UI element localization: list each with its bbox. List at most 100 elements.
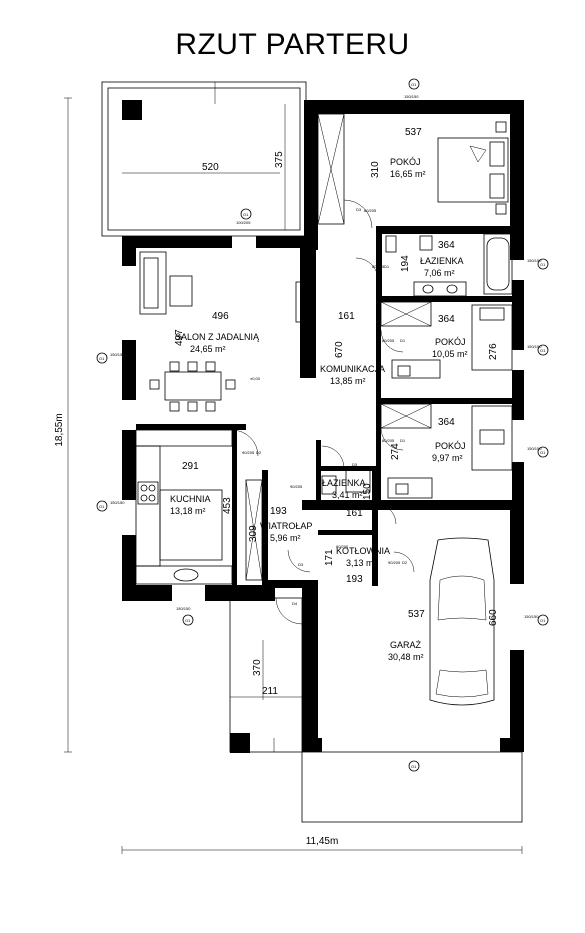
bedroom-1-bed — [437, 121, 509, 215]
dimension: 537 — [408, 609, 425, 620]
room-area: 9,97 m² — [432, 453, 463, 463]
dimension: 274 — [390, 443, 401, 460]
overall-height-label: 18,55m — [54, 413, 65, 446]
overall-height-dimension: 18,55m — [54, 97, 72, 753]
window-size: 150/150 — [110, 352, 125, 357]
door-size: 80/205 — [382, 338, 395, 343]
room-name: SALON Z JADALNIĄ — [175, 332, 260, 342]
bedroom-2-furniture — [380, 301, 513, 379]
room-area: 3,41 m² — [332, 490, 363, 500]
room-name: POKÓJ — [435, 441, 466, 451]
room-labels: POKÓJ 16,65 m² ŁAZIENKA 7,06 m² POKÓJ 10… — [170, 157, 468, 662]
dimension: 670 — [334, 341, 345, 358]
door-size: 90/205 — [290, 484, 303, 489]
door-tag: D1 — [384, 264, 390, 269]
door-tag: D3 — [298, 562, 304, 567]
door-tag: D2 — [402, 560, 408, 565]
dimension: 364 — [438, 240, 455, 251]
room-area: 5,96 m² — [270, 533, 301, 543]
room-area: 7,06 m² — [424, 268, 455, 278]
window-tag-symbols — [96, 78, 549, 772]
dimension: 660 — [488, 609, 499, 626]
dimension: 193 — [270, 506, 287, 517]
window-size: 100/205 — [236, 220, 251, 225]
room-area: 3,13 m² — [346, 558, 377, 568]
window-size: 150/150 — [110, 500, 125, 505]
window-tag: O1 — [540, 348, 546, 353]
dimension: 520 — [202, 162, 219, 173]
door-tag: D1 — [400, 438, 406, 443]
window-size: 150/150 — [527, 344, 542, 349]
dimension: 310 — [370, 161, 381, 178]
room-name: ŁAZIENKA — [322, 478, 366, 488]
wardrobe-top — [317, 113, 345, 225]
small-bathroom-fixtures — [321, 469, 371, 495]
garage-car — [429, 537, 495, 706]
window-size: 150/150 — [527, 258, 542, 263]
room-area: 13,18 m² — [170, 506, 206, 516]
door-tag: D4 — [292, 601, 298, 606]
window-tag: O1 — [411, 82, 417, 87]
door-tag: D2 — [256, 450, 262, 455]
door-tag: D3 — [356, 207, 362, 212]
door-size: 90/205 — [242, 450, 255, 455]
dimension-labels: 520 375 537 310 364 194 496 161 497 670 … — [174, 127, 499, 697]
door-size: 80/205 — [382, 438, 395, 443]
window-tag: O1 — [540, 618, 546, 623]
room-area: 30,48 m² — [388, 652, 424, 662]
dimension: 161 — [338, 311, 355, 322]
page-title: RZUT PARTERU — [175, 28, 410, 61]
outer-walls — [122, 100, 524, 752]
overall-width-dimension: 11,45m — [121, 836, 523, 854]
overall-width-label: 11,45m — [306, 836, 339, 847]
window-tag: O1 — [540, 262, 546, 267]
room-name: ŁAZIENKA — [420, 256, 464, 266]
door-size: 80/205 — [364, 208, 377, 213]
entrance-porch — [229, 597, 303, 753]
dimension: 496 — [212, 311, 229, 322]
door-swings — [231, 199, 415, 625]
window-size: 150/150 — [404, 94, 419, 99]
window-size: 150/150 — [527, 446, 542, 451]
room-name: KOMUNIKACJA — [320, 364, 385, 374]
dimension: 364 — [438, 417, 455, 428]
dimension: 309 — [248, 525, 259, 542]
dimension: 194 — [400, 255, 411, 272]
door-size: 60/205 — [336, 544, 349, 549]
dimension: 276 — [488, 343, 499, 360]
door-tag: D1 — [400, 338, 406, 343]
window-tag: O1 — [99, 504, 105, 509]
room-area: 13,85 m² — [330, 376, 366, 386]
dimension: 211 — [262, 686, 278, 697]
dimension: 375 — [274, 151, 285, 168]
dimension: 370 — [252, 659, 263, 676]
room-name: KOTŁOWNIA — [336, 546, 390, 556]
room-name: KUCHNIA — [170, 494, 211, 504]
living-room-sofa — [139, 251, 303, 323]
dimension: 537 — [405, 127, 422, 138]
kitchen-counters — [135, 429, 233, 585]
window-tag: O1 — [99, 356, 105, 361]
door-tag: D3 — [352, 462, 358, 467]
bathroom-fixtures — [385, 233, 513, 297]
window-tag: O1 — [540, 450, 546, 455]
window-size: 150/150 — [176, 606, 191, 611]
dimension: 171 — [324, 549, 335, 566]
vestibule-wardrobe — [245, 479, 263, 581]
interior-walls — [136, 226, 516, 588]
window-tag: O1 — [185, 618, 191, 623]
room-area: 24,65 m² — [190, 344, 226, 354]
dimension: 193 — [346, 574, 363, 585]
room-name: POKÓJ — [435, 337, 466, 347]
door-size: 80/205 — [372, 264, 385, 269]
level-mark: ±0,00 — [250, 376, 261, 381]
garage-driveway — [301, 751, 523, 823]
window-size: 150/150 — [524, 614, 539, 619]
room-area: 16,65 m² — [390, 169, 426, 179]
window-tag: O1 — [243, 212, 249, 217]
room-name: GARAŻ — [390, 640, 422, 650]
dimension: 497 — [174, 329, 185, 346]
window-tag: O1 — [411, 764, 417, 769]
dimension: 291 — [182, 461, 199, 472]
